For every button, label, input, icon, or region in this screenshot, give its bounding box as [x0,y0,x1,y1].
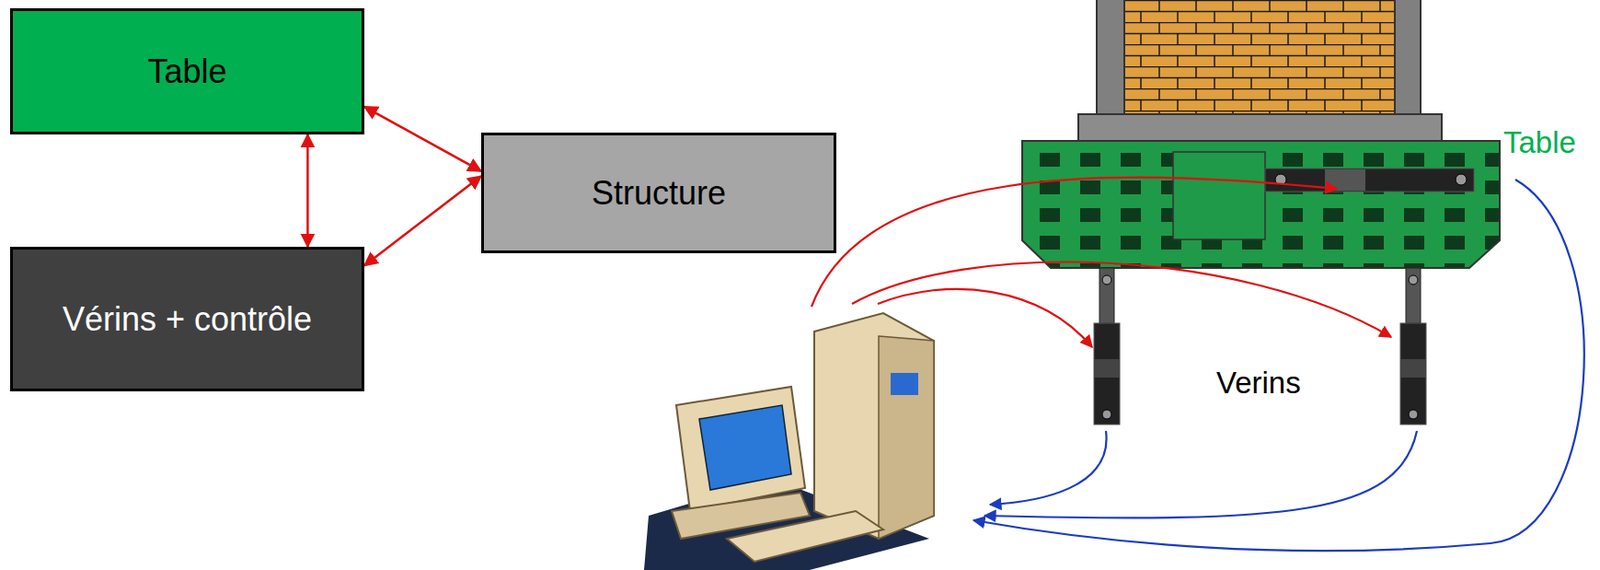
command-arrow [811,177,1392,347]
part-label: Verins [1216,365,1301,401]
process-box: Structure [481,132,837,254]
vertical-jack [1400,267,1427,425]
connector-arrow [364,175,482,265]
brick-wall [1124,0,1395,115]
box-text: Table [136,51,238,92]
connector-arrow [364,106,482,172]
structure-frame [1096,0,1421,116]
table-body [1022,140,1500,268]
computer-icon [644,312,934,570]
process-box: Vérins + contrôle [10,246,365,392]
box-text: Structure [580,172,737,213]
base-slab [1078,114,1442,141]
process-box: Table [10,8,365,135]
feedback-arrow [973,179,1585,551]
horizontal-actuator [1265,168,1474,192]
vertical-jack [1093,267,1120,425]
connector-arrow [306,134,310,247]
box-text: Vérins + contrôle [51,299,323,339]
part-label: Table [1503,125,1577,161]
table-plate [1173,151,1266,240]
